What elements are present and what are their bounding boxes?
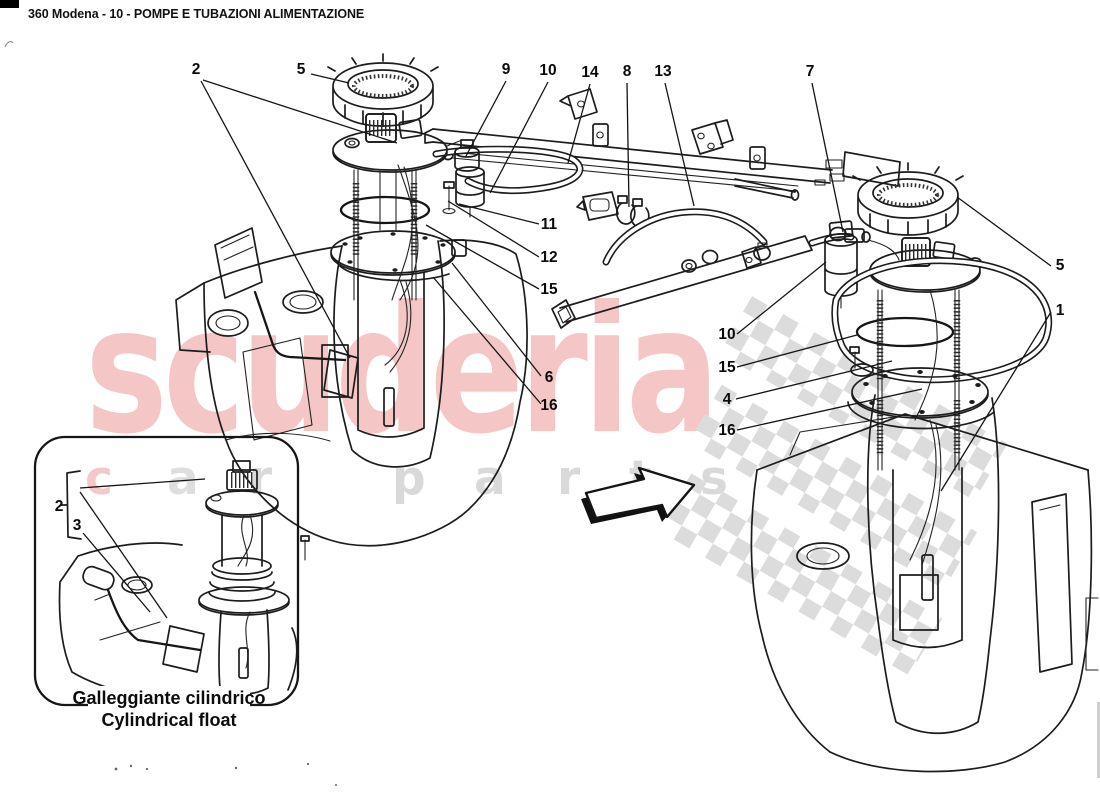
leader-line	[465, 80, 507, 157]
leader-line	[736, 388, 923, 431]
leader-line	[432, 276, 542, 405]
right-ring-nut	[851, 161, 965, 237]
watermark-letter: p	[392, 451, 426, 506]
watermark-letter: r	[557, 451, 581, 506]
callout-15: 15	[425, 224, 558, 298]
leader-line	[425, 224, 540, 290]
callout-label: 10	[539, 62, 556, 79]
leader-line	[736, 261, 827, 335]
left-ring-nut	[326, 52, 440, 128]
inset-caption-italian: Galleggiante cilindrico	[72, 688, 265, 708]
watermark-letter: a	[474, 451, 506, 506]
callout-label: 11	[541, 216, 558, 233]
callout-label: 15	[718, 359, 736, 376]
callout-3: 3	[73, 517, 151, 613]
callout-15: 15	[718, 334, 858, 376]
page-title: 360 Modena - 10 - POMPE E TUBAZIONI ALIM…	[28, 7, 365, 21]
callout-14: 14	[567, 64, 599, 164]
leader-line	[200, 80, 351, 359]
callout-16: 16	[718, 388, 923, 439]
caption-backplate	[88, 686, 250, 732]
callout-label: 2	[55, 498, 64, 515]
leader-line	[82, 532, 151, 613]
callout-13: 13	[654, 63, 695, 207]
leader-line	[956, 196, 1052, 267]
callout-4: 4	[723, 360, 893, 408]
callout-2: 2	[55, 478, 206, 619]
direction-arrow	[581, 466, 696, 524]
callout-label: 8	[623, 63, 632, 80]
callout-1: 1	[940, 302, 1065, 492]
callout-label: 14	[581, 64, 599, 81]
callout-label: 1	[1056, 302, 1065, 319]
leader-line	[940, 311, 1052, 492]
callout-label: 5	[1056, 257, 1065, 274]
leader-line	[458, 203, 540, 225]
leader-line	[811, 82, 844, 233]
leader-line	[567, 83, 591, 164]
watermark-letter: r	[249, 451, 273, 506]
left-pump-assembly	[175, 52, 528, 547]
leader-line	[447, 200, 540, 258]
callout-label: 6	[545, 369, 554, 386]
callout-label: 16	[718, 422, 736, 439]
inset-caption-english: Cylindrical float	[101, 710, 236, 730]
callout-label: 2	[192, 61, 201, 78]
callout-12: 12	[447, 200, 558, 266]
callout-label: 12	[540, 249, 557, 266]
leader-line	[626, 82, 630, 208]
callout-16: 16	[432, 276, 558, 414]
leader-line	[736, 334, 858, 368]
callout-7: 7	[806, 63, 844, 233]
watermark-brand-text: scuderia	[85, 270, 715, 473]
callout-10: 10	[718, 261, 827, 343]
leader-line	[79, 491, 168, 619]
callout-label: 4	[723, 391, 732, 408]
callout-10: 10	[489, 62, 557, 194]
leader-line	[451, 262, 542, 377]
callout-6: 6	[451, 262, 554, 386]
callout-5: 5	[956, 196, 1065, 274]
leader-line	[664, 82, 695, 207]
callout-8: 8	[623, 63, 632, 208]
leader-line	[489, 81, 549, 194]
leader-line	[79, 478, 206, 489]
scan-corner-mark	[0, 0, 19, 8]
inset-float-box: Galleggiante cilindrico Cylindrical floa…	[33, 435, 310, 732]
callout-label: 10	[718, 326, 735, 343]
callout-11: 11	[458, 203, 558, 233]
callout-label: 9	[502, 61, 511, 78]
callout-label: 3	[73, 517, 82, 534]
callout-label: 15	[540, 281, 558, 298]
leader-line	[310, 73, 350, 84]
watermark-letter: a	[167, 451, 199, 506]
inset-float-diagram	[58, 460, 310, 703]
callout-label: 7	[806, 63, 815, 80]
right-pump-assembly	[750, 151, 1099, 773]
fuel-rail-and-hoses	[424, 88, 900, 329]
watermark-letter: c	[85, 451, 113, 506]
callout-label: 13	[654, 63, 672, 80]
scan-specks	[4, 41, 1100, 786]
callout-5: 5	[297, 61, 350, 84]
callout-2: 2	[192, 61, 398, 359]
callout-label: 5	[297, 61, 306, 78]
callout-label: 16	[540, 397, 558, 414]
inset-bracket	[60, 470, 82, 540]
leader-line	[202, 79, 398, 144]
callout-9: 9	[465, 61, 511, 157]
leader-line	[735, 360, 893, 400]
